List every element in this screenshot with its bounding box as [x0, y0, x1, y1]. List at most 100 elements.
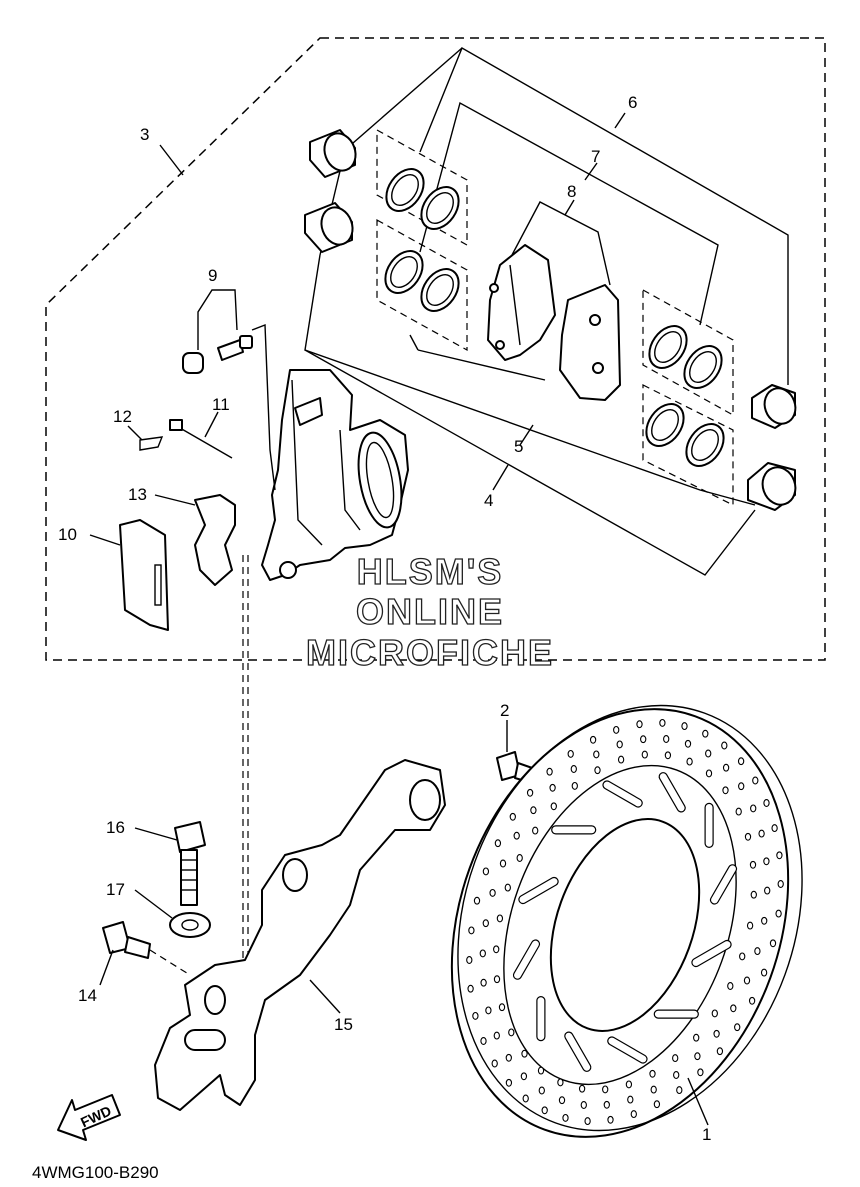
disc-hole: [722, 786, 729, 795]
disc-hole: [705, 749, 712, 758]
disc-hole: [771, 824, 778, 833]
disc-hole: [625, 1080, 633, 1089]
disc-hole: [763, 857, 770, 866]
callout-9: 9: [208, 266, 217, 285]
disc-hole: [750, 804, 757, 813]
disc-slot: [658, 772, 686, 813]
disc-hole: [482, 919, 489, 928]
disc-hole: [498, 1003, 506, 1012]
disc-hole: [616, 740, 623, 749]
disc-hole: [684, 739, 692, 748]
disc-hole: [659, 718, 666, 727]
watermark-line-3: MICROFICHE: [306, 632, 554, 673]
disc-hole: [734, 1023, 741, 1032]
callout-13: 13: [128, 485, 147, 504]
disc-hole: [480, 1037, 487, 1045]
disc-hole: [493, 945, 500, 954]
disc-hole: [749, 860, 757, 869]
disc-hole: [702, 729, 709, 738]
disc-hole: [557, 1078, 564, 1087]
disc-hole: [713, 1029, 720, 1038]
disc-hole: [489, 888, 496, 897]
disc-hole: [738, 782, 745, 791]
pad-pin: [139, 419, 233, 459]
disc-hole: [750, 890, 757, 899]
disc-hole: [694, 1052, 701, 1061]
disc-hole: [466, 956, 473, 964]
disc-hole: [613, 725, 620, 734]
callout-7: 7: [591, 147, 600, 166]
disc-slot: [653, 1009, 699, 1019]
disc-hole: [721, 741, 728, 750]
callout-labels: 1 2 3 4 5 6 7 8 9 10 11 12 13 14 15 16 1…: [58, 93, 711, 1144]
callout-1: 1: [702, 1125, 711, 1144]
disc-hole: [594, 766, 601, 775]
disc-hole: [522, 1094, 529, 1103]
disc-hole: [516, 854, 523, 862]
disc-slot: [607, 1036, 648, 1064]
disc-hole: [777, 880, 784, 888]
callout-11: 11: [212, 395, 230, 414]
disc-hole: [541, 1106, 548, 1115]
leader-lines: [89, 112, 709, 1126]
disc-hole: [758, 829, 765, 838]
disc-hole: [761, 916, 768, 925]
pad-spring: [194, 494, 236, 586]
disc-hole: [532, 826, 539, 835]
disc-slot: [602, 780, 643, 808]
disc-slot: [704, 802, 714, 849]
disc-hole: [509, 812, 516, 821]
diagram-code: 4WMG100-B290: [32, 1163, 159, 1182]
disc-hole: [686, 757, 693, 766]
brake-pads: [487, 201, 621, 401]
disc-hole: [737, 757, 745, 766]
disc-hole: [550, 802, 557, 811]
disc-slot: [709, 864, 738, 905]
disc-hole: [493, 975, 501, 984]
disc-hole: [681, 722, 688, 731]
brake-disc: [450, 704, 803, 1138]
disc-hole: [673, 1071, 680, 1079]
disc-hole: [775, 909, 782, 918]
bolt-16: [174, 821, 206, 906]
callout-2: 2: [500, 701, 509, 720]
disc-slot: [564, 1031, 592, 1072]
bleed-screw: [182, 289, 276, 491]
disc-hole: [760, 968, 768, 977]
callout-16: 16: [106, 818, 125, 837]
disc-hole: [504, 883, 511, 892]
caliper-body: [261, 369, 409, 581]
disc-hole: [499, 859, 507, 868]
callout-15: 15: [334, 1015, 353, 1034]
bolt-14: [102, 921, 191, 976]
disc-hole: [763, 799, 770, 807]
piston-seal-rings: [384, 168, 725, 467]
disc-hole: [727, 982, 734, 990]
disc-hole: [617, 755, 625, 764]
disc-hole: [505, 1078, 513, 1087]
disc-hole: [653, 1100, 661, 1109]
disc-hole: [468, 926, 475, 935]
callout-4: 4: [484, 491, 493, 510]
disc-hole: [508, 1028, 515, 1037]
watermark: HLSM'S ONLINE MICROFICHE: [305, 550, 554, 673]
disc-hole: [562, 1113, 569, 1122]
disc-hole: [570, 765, 577, 773]
callout-5: 5: [514, 437, 523, 456]
disc-hole: [491, 1059, 498, 1068]
disc-hole: [722, 763, 730, 772]
disc-hole: [627, 1095, 634, 1104]
caliper-bracket: [154, 759, 446, 1111]
disc-hole: [482, 867, 490, 876]
disc-slot: [512, 939, 541, 980]
disc-slot: [551, 825, 597, 835]
cover-plate: [119, 519, 169, 631]
disc-hole: [693, 1033, 700, 1042]
disc-hole: [663, 735, 670, 743]
disc-hole: [735, 807, 742, 816]
disc-hole: [716, 1047, 724, 1056]
callout-10: 10: [58, 525, 77, 544]
disc-hole: [746, 921, 754, 930]
disc-hole: [558, 1096, 566, 1105]
